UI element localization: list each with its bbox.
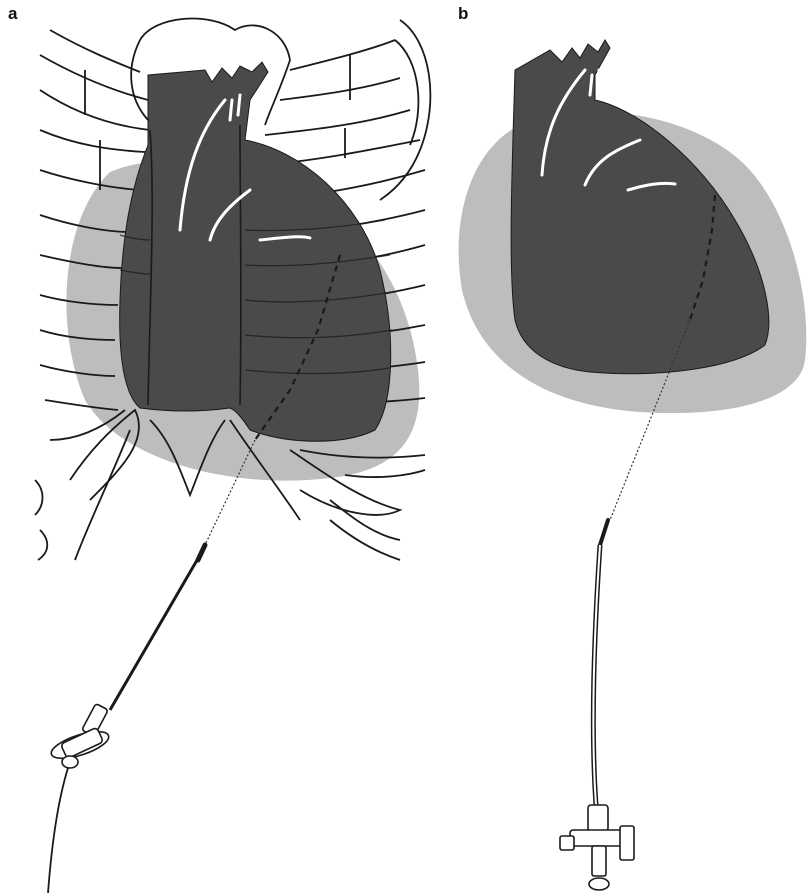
panel-b (459, 40, 807, 890)
panel-a-tubing (48, 768, 68, 893)
panel-b-catheter (593, 520, 608, 805)
panel-b-stopcock (560, 805, 634, 890)
panel-a-heart (120, 62, 391, 441)
panel-a-syringe-hub (48, 703, 111, 768)
panel-a (35, 19, 430, 893)
panel-a-needle (107, 545, 205, 710)
